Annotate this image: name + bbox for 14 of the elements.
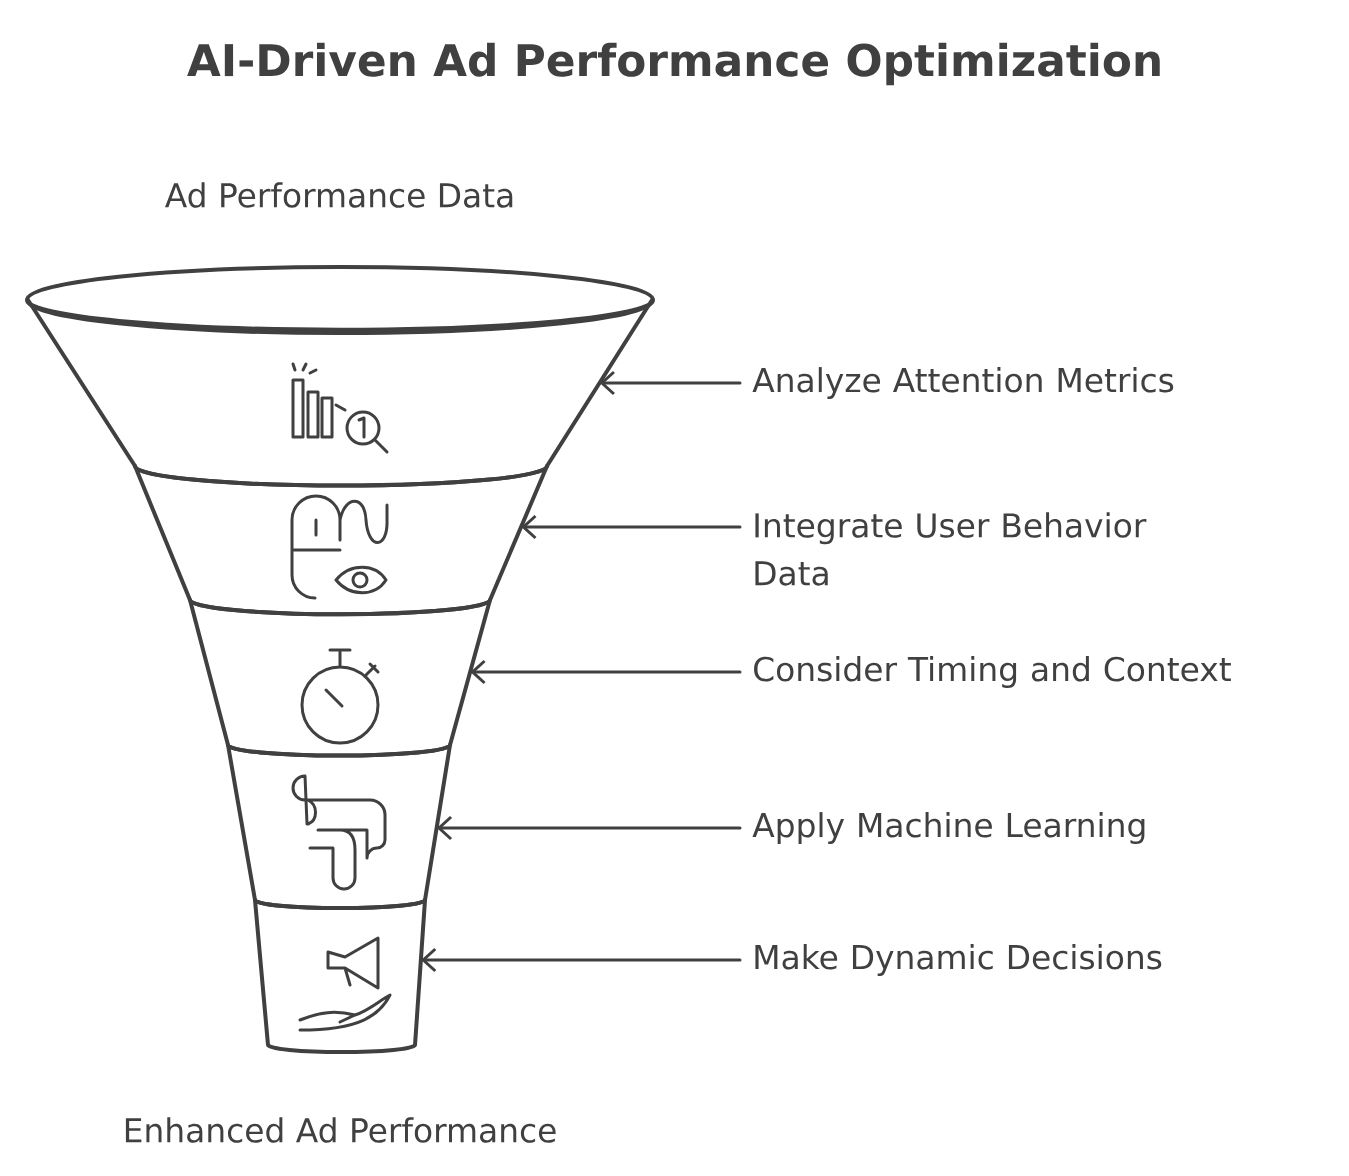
- title: AI-Driven Ad Performance Optimization: [187, 42, 1160, 86]
- arrow: [436, 815, 453, 841]
- step-label: Consider Timing and Context: [754, 656, 1231, 688]
- step-label: Apply Machine Learning: [752, 812, 1145, 844]
- step-label: Integrate User Behavior Data: [755, 512, 1147, 586]
- step-label: Analyze Attention Metrics: [752, 367, 1174, 399]
- arrow: [521, 514, 537, 540]
- step-label: Make Dynamic Decisions: [755, 944, 1162, 976]
- arrow: [599, 370, 615, 396]
- funnel-end-label: Ad Performance Data: [165, 182, 513, 208]
- funnel-end-label: Enhanced Ad Performance: [125, 1117, 556, 1143]
- arrow: [470, 659, 486, 685]
- funnel-band: [253, 898, 427, 1054]
- arrow: [421, 947, 437, 973]
